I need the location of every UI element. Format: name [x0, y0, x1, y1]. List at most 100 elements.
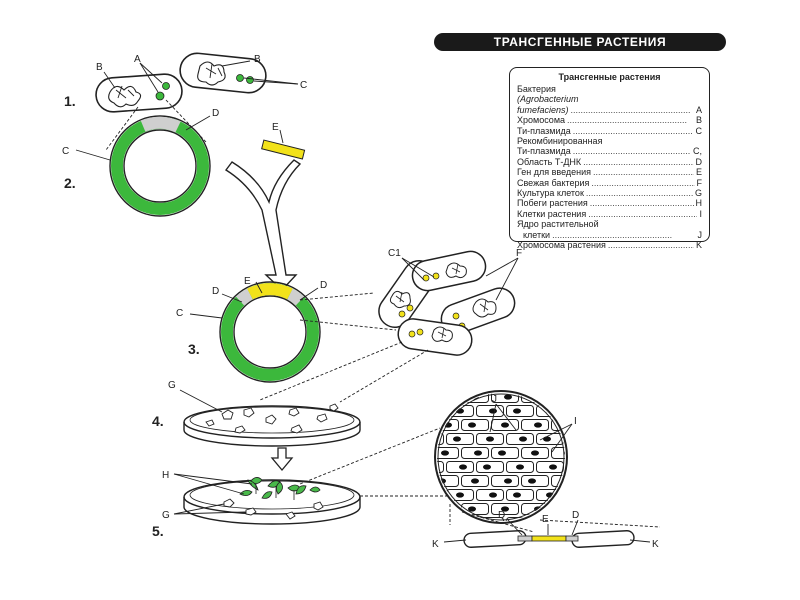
plant-cell	[612, 448, 639, 459]
cell-nucleus	[423, 408, 431, 413]
shoot-dish	[183, 477, 361, 525]
legend-row-key: G	[694, 188, 702, 199]
ti-plasmid	[109, 115, 211, 217]
plant-cell	[402, 532, 429, 543]
plant-cell	[402, 392, 429, 403]
plant-cell	[627, 434, 654, 445]
legend-row-key: I	[699, 208, 702, 219]
legend-row-text: Ти-плазмида	[517, 146, 571, 157]
plant-cell	[402, 448, 429, 459]
plant-cell	[597, 518, 624, 529]
plant-cell	[597, 406, 624, 417]
plant-cell	[582, 504, 609, 515]
title-banner: ТРАНСГЕННЫЕ РАСТЕНИЯ	[434, 33, 726, 51]
cell-nucleus	[501, 422, 509, 428]
legend-row-text: (Agrobacterium	[517, 94, 579, 105]
label-g-1: G	[168, 380, 176, 391]
label-b-2: B	[254, 54, 261, 65]
t-dna-region	[140, 116, 181, 133]
label-d-2: D	[212, 286, 219, 297]
legend-row-key: C,	[693, 146, 702, 157]
cell-nucleus	[444, 506, 452, 512]
cell-nucleus	[618, 478, 626, 483]
cell-nucleus	[579, 492, 587, 497]
plant-cell	[402, 476, 429, 487]
legend-row-text: клетки	[523, 229, 551, 240]
cell-nucleus	[456, 492, 464, 498]
legend-row: Ти-плазмида ............................…	[517, 125, 703, 136]
legend-row-key: D	[695, 156, 703, 167]
label-e-1: E	[272, 122, 279, 133]
plant-cell	[627, 462, 654, 473]
plant-cell	[437, 393, 459, 403]
label-d-5: D	[572, 510, 579, 521]
cell-nucleus	[603, 492, 611, 497]
legend-row-text: Свежая бактерия	[517, 177, 590, 188]
cell-nucleus	[468, 506, 476, 512]
cell-nucleus	[534, 422, 542, 428]
legend-row-key: C	[695, 125, 703, 136]
chromosome-b2	[197, 61, 226, 86]
cell-nucleus	[408, 450, 416, 455]
merge-arrow	[224, 159, 302, 291]
label-k-2: K	[652, 539, 659, 550]
cell-nucleus	[633, 436, 641, 441]
cell-nucleus	[519, 436, 527, 442]
cell-nucleus	[471, 478, 479, 484]
legend-row-text: Культура клеток	[517, 188, 584, 199]
label-i: I	[574, 416, 577, 427]
label-d-1: D	[212, 108, 219, 119]
plant-cell	[551, 393, 565, 403]
plant-cell	[551, 475, 565, 487]
label-f: F	[516, 248, 522, 259]
legend-row-key: E	[695, 167, 702, 178]
cell-nucleus	[543, 436, 551, 442]
plant-cell	[567, 406, 594, 417]
legend-row-text: Ген для введения	[517, 167, 592, 178]
plant-cell	[582, 448, 609, 459]
cell-nucleus	[501, 506, 509, 512]
label-j: J	[492, 394, 497, 405]
step-3-number: 3.	[188, 341, 200, 357]
plant-cell	[567, 462, 594, 473]
cell-nucleus	[468, 422, 476, 428]
legend-row-text: Хромосома	[517, 115, 566, 126]
cell-nucleus	[489, 492, 497, 498]
plant-cell	[582, 392, 609, 403]
legend-row: Хромосома растения .....................…	[517, 240, 702, 251]
cell-nucleus	[594, 478, 602, 483]
cell-nucleus	[429, 520, 437, 525]
plant-cell	[627, 490, 654, 501]
legend-row: Клетки растения ........................…	[517, 208, 702, 219]
plasmid-dot	[155, 91, 165, 101]
label-a: A	[134, 54, 141, 65]
cell-nucleus	[504, 478, 512, 484]
cell-nucleus	[456, 408, 464, 414]
title-text: ТРАНСГЕННЫЕ РАСТЕНИЯ	[493, 35, 667, 49]
plant-cell	[567, 518, 594, 529]
cell-nucleus	[408, 534, 416, 539]
plant-cell	[551, 447, 565, 459]
cell-nucleus	[576, 436, 584, 441]
culture-dish	[183, 403, 361, 447]
gene-insert	[261, 139, 306, 160]
cell-nucleus	[639, 464, 647, 469]
cell-nucleus	[513, 492, 521, 498]
legend-row-text: Область Т-ДНК	[517, 156, 582, 167]
plant-cell	[582, 420, 609, 431]
cell-nucleus	[498, 450, 506, 456]
plant-cell	[446, 517, 474, 521]
cell-nucleus	[591, 422, 599, 427]
cell-nucleus	[609, 436, 617, 441]
legend-row-text: Рекомбинированная	[517, 136, 603, 147]
cell-nucleus	[453, 436, 461, 442]
plant-cell	[597, 434, 624, 445]
step1-leaders	[103, 60, 299, 151]
cell-nucleus	[558, 506, 565, 512]
plant-cell	[437, 433, 444, 445]
plasmid-dot	[236, 74, 244, 82]
legend-row-key: H	[695, 198, 703, 209]
legend-row-key: B	[695, 115, 702, 126]
plant-cell	[567, 434, 594, 445]
